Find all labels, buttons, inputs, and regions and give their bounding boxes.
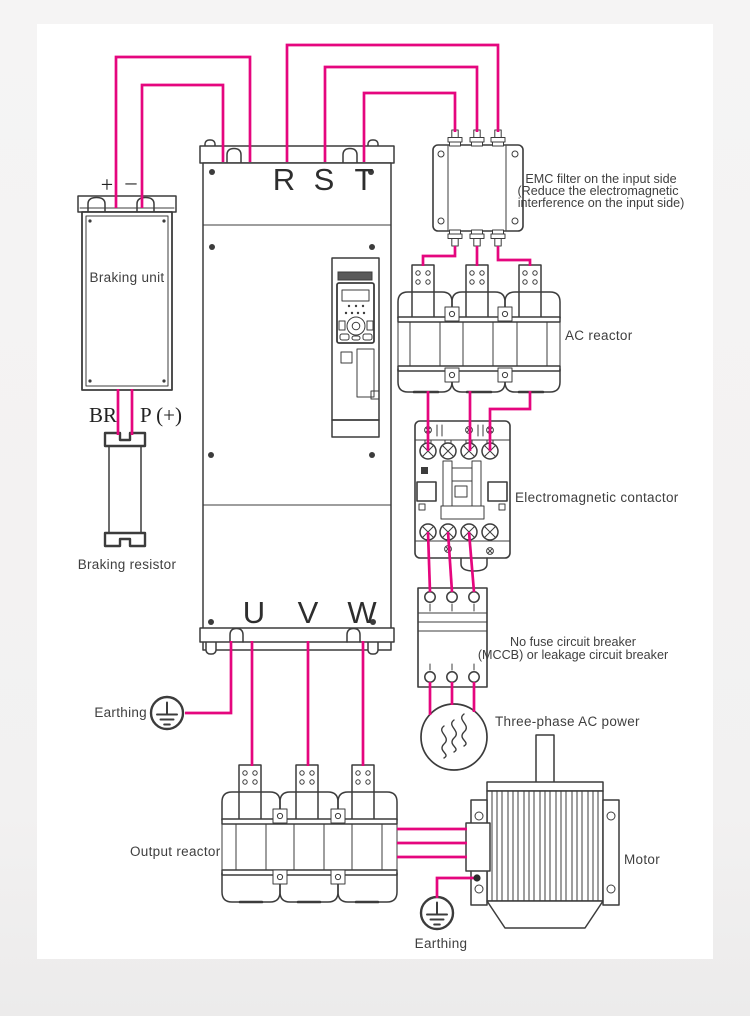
contactor: Electromagnetic contactor xyxy=(414,420,679,572)
power-source-label: Three-phase AC power xyxy=(495,714,640,729)
input-terminal-t: T xyxy=(355,162,374,197)
circuit-breaker-caption-line2: (MCCB) or leakage circuit breaker xyxy=(478,648,668,662)
braking-unit: + – Braking unit BR P (+) xyxy=(77,169,182,427)
wire-input-t xyxy=(362,91,457,162)
output-reactor-label: Output reactor xyxy=(130,844,221,859)
wire-inverter-earth xyxy=(185,641,233,715)
braking-unit-plus: + xyxy=(101,172,113,197)
earthing-motor: Earthing xyxy=(415,895,468,951)
ac-reactor-label: AC reactor xyxy=(565,328,633,343)
wire-input-s xyxy=(323,65,479,162)
wire-emc-to-reactor-3 xyxy=(496,246,532,266)
emc-filter: EMC filter on the input side (Reduce the… xyxy=(432,129,685,247)
braking-unit-minus: – xyxy=(125,169,138,194)
wire-dc-minus xyxy=(140,83,225,208)
wire-emc-to-reactor-1 xyxy=(421,246,457,266)
motor-earth-terminal-dot xyxy=(473,874,481,882)
input-terminal-r: R xyxy=(273,162,295,197)
contactor-label: Electromagnetic contactor xyxy=(515,490,679,505)
input-terminal-s: S xyxy=(314,162,335,197)
inverter-keypad xyxy=(331,257,380,438)
wire-contactor-to-breaker-3 xyxy=(467,531,476,593)
wire-dc-plus xyxy=(114,55,252,208)
wire-contactor-to-breaker-1 xyxy=(426,531,432,593)
wires xyxy=(114,43,532,898)
braking-resistor-label: Braking resistor xyxy=(78,557,177,572)
output-terminal-v: V xyxy=(298,595,319,630)
motor: Motor xyxy=(465,734,660,929)
motor-label: Motor xyxy=(624,852,660,867)
braking-resistor: Braking resistor xyxy=(78,431,177,572)
earthing-inverter-label: Earthing xyxy=(94,705,147,720)
terminal-p-label: P (+) xyxy=(140,403,182,427)
emc-filter-caption-line2: (Reduce the electromagnetic xyxy=(517,184,678,198)
circuit-breaker-caption-line1: No fuse circuit breaker xyxy=(510,635,636,649)
earthing-inverter: Earthing xyxy=(94,695,185,731)
wire-contactor-to-breaker-2 xyxy=(446,531,454,593)
inverter: R S T U V W xyxy=(199,139,395,655)
ac-reactor: AC reactor xyxy=(397,264,633,394)
output-terminal-u: U xyxy=(243,595,265,630)
terminal-br-label: BR xyxy=(89,403,117,427)
power-source: Three-phase AC power xyxy=(420,703,640,771)
emc-filter-caption-line1: EMC filter on the input side xyxy=(525,172,676,186)
wire-input-r xyxy=(285,43,500,162)
wire-reactor-to-contactor-3 xyxy=(488,391,532,451)
output-terminal-w: W xyxy=(347,595,377,630)
output-reactor: Output reactor xyxy=(130,764,398,904)
wire-motor-earth xyxy=(435,876,474,898)
motor-terminal-box xyxy=(465,822,491,872)
braking-unit-label: Braking unit xyxy=(90,270,165,285)
emc-filter-caption-line3: interference on the input side) xyxy=(518,196,685,210)
circuit-breaker: No fuse circuit breaker (MCCB) or leakag… xyxy=(417,587,668,688)
earthing-motor-label: Earthing xyxy=(415,936,468,951)
